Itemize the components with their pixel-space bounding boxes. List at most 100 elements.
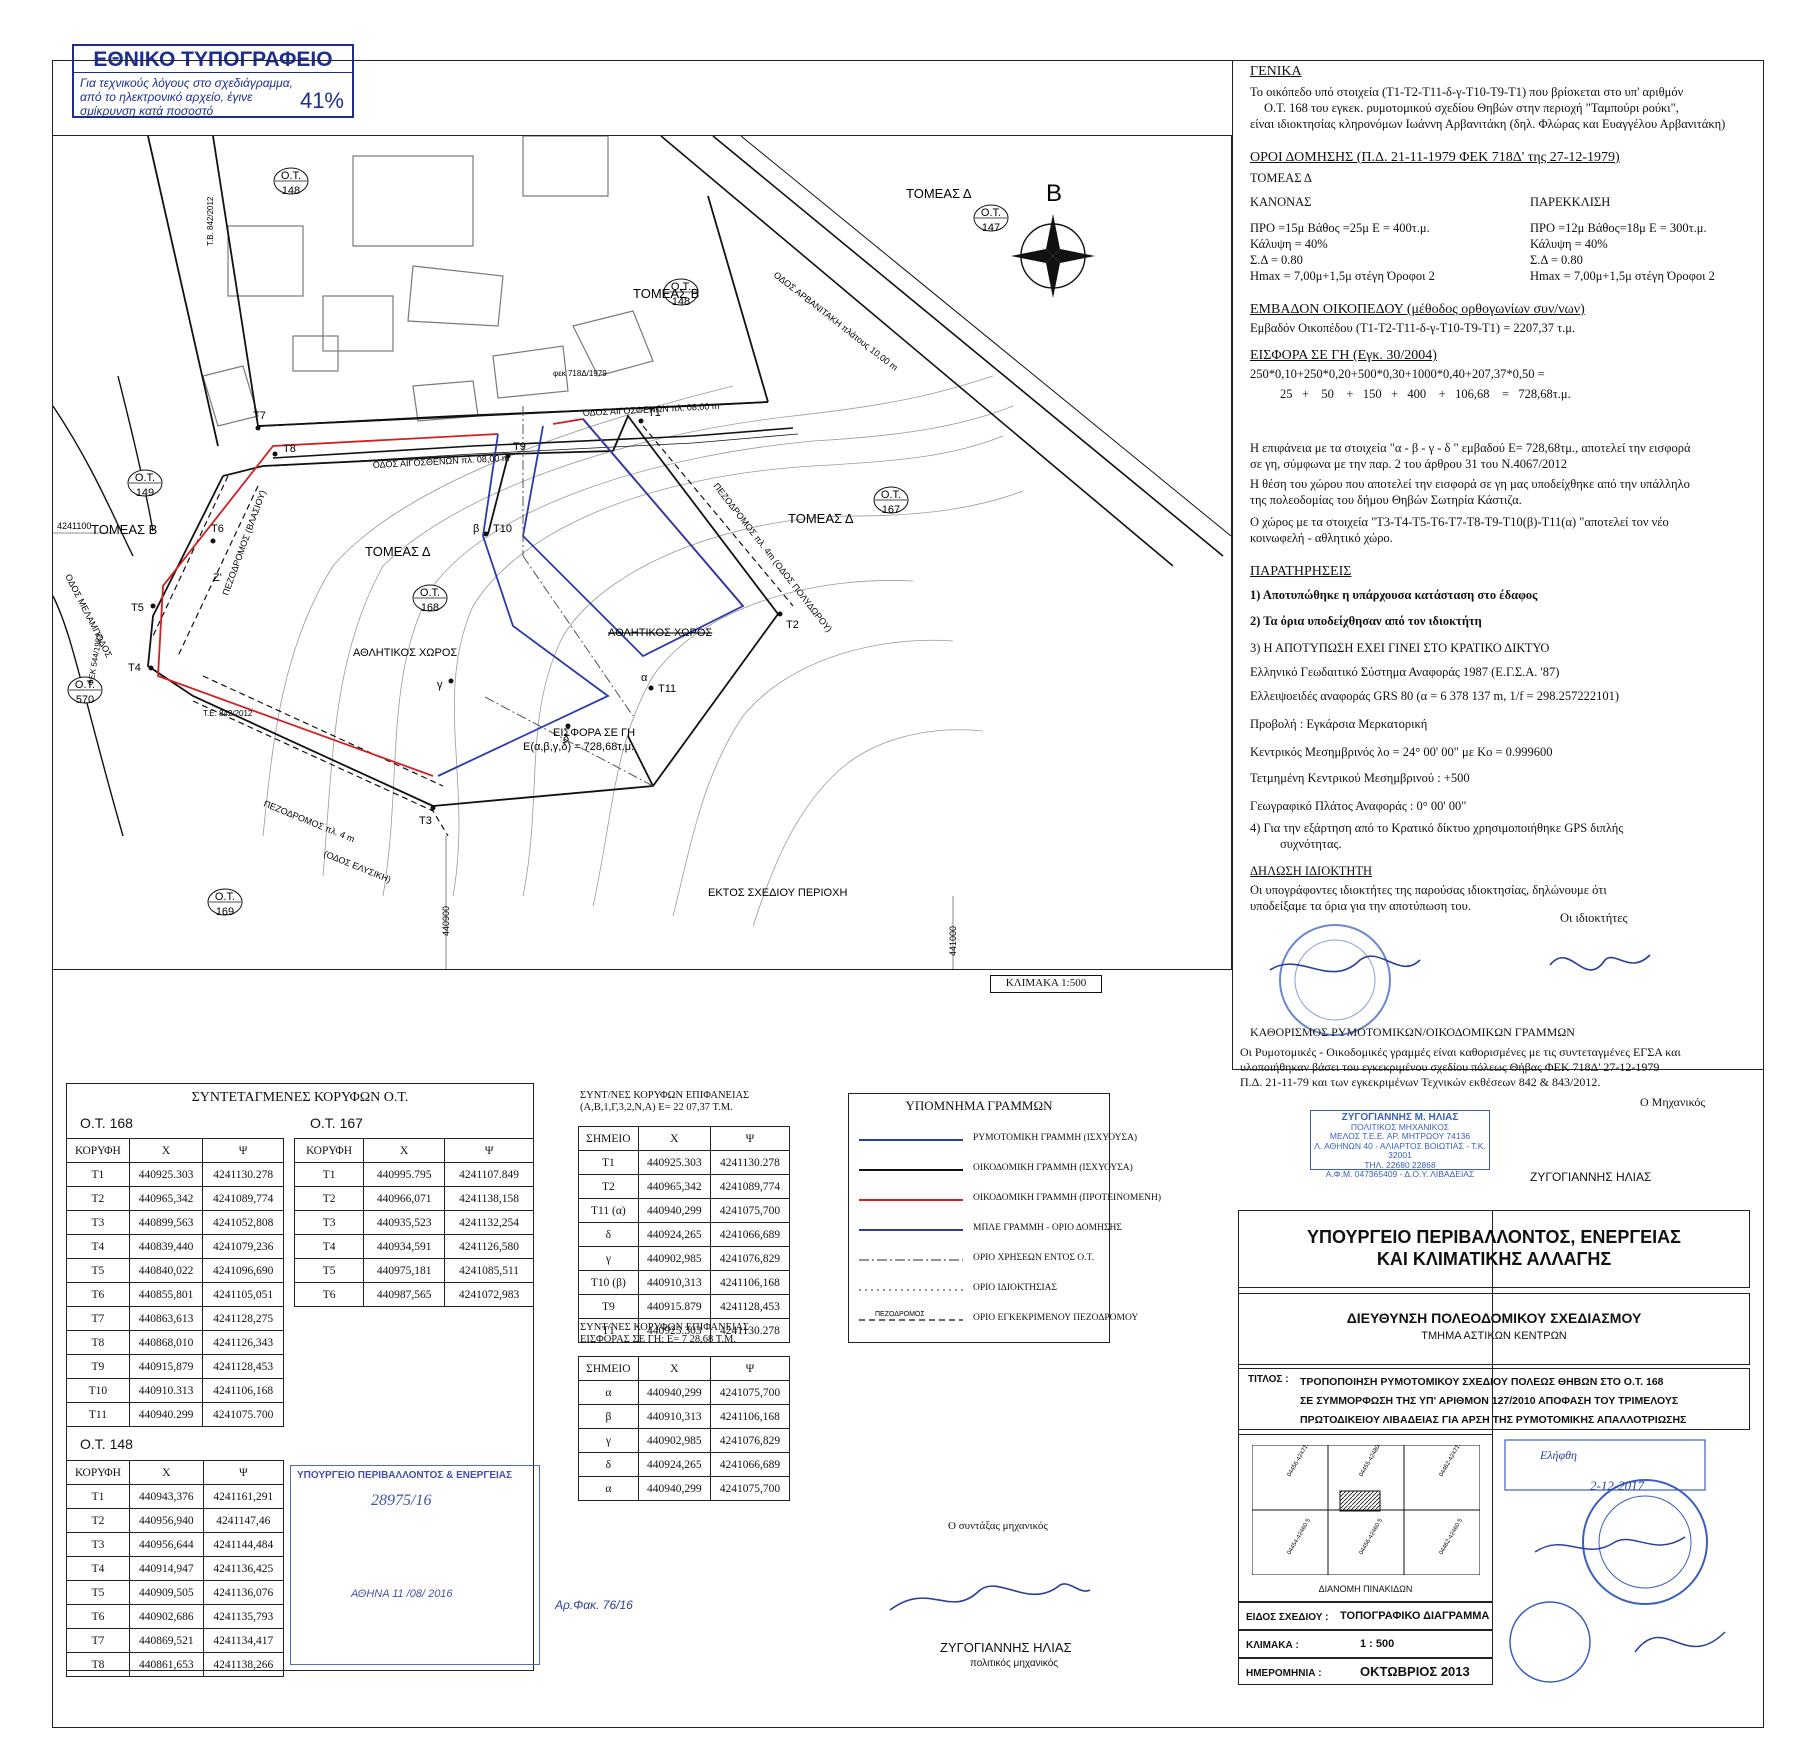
area-label: ΕΙΣΦΟΡΑ ΣΕ ΓΗ bbox=[553, 727, 635, 739]
remark-line: Γεωγραφικό Πλάτος Αναφοράς : 0° 00' 00" bbox=[1250, 799, 1467, 813]
column-header: Χ bbox=[363, 1138, 446, 1163]
block-line bbox=[147, 475, 434, 807]
table-cell: 4241132,254 bbox=[444, 1210, 534, 1235]
table-cell: 440925.303 bbox=[128, 1162, 204, 1187]
svg-text:Τ3: Τ3 bbox=[419, 815, 432, 827]
block-line bbox=[212, 136, 263, 427]
legend-label: ΡΥΜΟΤΟΜΙΚΗ ΓΡΑΜΜΗ (ΙΣΧΥΟΥΣΑ) bbox=[973, 1133, 1138, 1143]
scale-label: ΚΛΙΜΑΚΑ : bbox=[1246, 1640, 1299, 1651]
table-cell: 440925.303 bbox=[637, 1318, 711, 1343]
vertex-point: Z' bbox=[213, 572, 222, 584]
sheet-id: 04454-42460.5 bbox=[1287, 1517, 1313, 1556]
municipal-stamps bbox=[1504, 1439, 1726, 1683]
block-line bbox=[147, 136, 219, 447]
column-header: Χ bbox=[637, 1126, 711, 1151]
remark-line: Κεντρικός Μεσημβρινός λο = 24° 00' 00" μ… bbox=[1250, 745, 1553, 759]
block-number-text: 169 bbox=[216, 906, 234, 918]
table-cell: 440899,563 bbox=[128, 1210, 204, 1235]
block-number: Ο.Τ. 148 bbox=[663, 278, 699, 308]
block-line bbox=[432, 435, 780, 807]
contour-lines bbox=[262, 375, 1024, 927]
block-number-text: 148 bbox=[672, 296, 690, 308]
road-edge bbox=[117, 375, 154, 532]
rule-line: Σ.Δ = 0.80 bbox=[1250, 253, 1303, 267]
legend-label: ΟΙΚΟΔΟΜΙΚΗ ΓΡΑΜΜΗ (ΠΡΟΤΕΙΝΟΜΕΝΗ) bbox=[973, 1193, 1162, 1203]
type-row bbox=[1238, 1602, 1493, 1630]
remark-line: συχνότητας. bbox=[1280, 837, 1342, 851]
svg-text:Ο.Τ.: Ο.Τ. bbox=[671, 281, 691, 293]
lines-title: ΚΑΘΟΡΙΣΜΟΣ ΡΥΜΟΤΟΜΙΚΩΝ/ΟΙΚΟΔΟΜΙΚΩΝ ΓΡΑΜΜ… bbox=[1250, 1025, 1575, 1039]
table-cell: Τ8 bbox=[66, 1330, 130, 1355]
vertex-point: δ bbox=[563, 723, 571, 745]
building bbox=[572, 310, 654, 377]
table-cell: Τ2 bbox=[578, 1174, 639, 1199]
table-cell: Τ5 bbox=[293, 1258, 365, 1283]
svg-text:Ο.Τ.: Ο.Τ. bbox=[881, 489, 901, 501]
engineer-name-notes: ΖΥΓΟΓΙΑΝΝΗΣ ΗΛΙΑΣ bbox=[1530, 1170, 1652, 1184]
table-cell: 440956,940 bbox=[128, 1508, 204, 1533]
column-header: Ψ bbox=[709, 1126, 791, 1151]
building-terms-title: ΟΡΟΙ ΔΟΜΗΣΗΣ (Π.Δ. 21-11-1979 ΦΕΚ 718Δ' … bbox=[1250, 150, 1620, 165]
table-cell: Τ1 bbox=[578, 1150, 639, 1175]
table-cell: 4241106,168 bbox=[202, 1378, 284, 1403]
vertex-point: Τ3 bbox=[419, 805, 436, 827]
block-number: Ο.Τ.147 bbox=[973, 204, 1009, 234]
table-cell: 440965,342 bbox=[637, 1174, 711, 1199]
table-cell: 440987,565 bbox=[363, 1282, 446, 1307]
block-number-text: 168 bbox=[421, 602, 439, 614]
table-cell: Τ3 bbox=[66, 1210, 130, 1235]
column-header: Ψ bbox=[709, 1356, 791, 1381]
sheet-id: 04462-42460.5 bbox=[1439, 1517, 1465, 1556]
table-cell: 4241136,425 bbox=[202, 1556, 285, 1581]
vertex-point: Τ10 bbox=[483, 523, 512, 537]
contribution-title: ΕΙΣΦΟΡΑ ΣΕ ΓΗ (Εγκ. 30/2004) bbox=[1250, 348, 1437, 363]
remark-line: 3) Η ΑΠΟΤΥΠΩΣΗ ΕΧΕΙ ΓΙΝΕΙ ΣΤΟ ΚΡΑΤΙΚΟ ΔΙ… bbox=[1250, 641, 1550, 655]
use-limits bbox=[482, 406, 654, 787]
block-line bbox=[707, 195, 769, 403]
building bbox=[407, 265, 504, 327]
table-cell: 440902,686 bbox=[128, 1604, 204, 1629]
svg-text:Τ6: Τ6 bbox=[211, 523, 224, 535]
table-cell: Τ6 bbox=[66, 1282, 130, 1307]
table-cell: γ bbox=[578, 1428, 639, 1453]
exception-header: ΠΑΡΕΚΚΛΙΣΗ bbox=[1530, 195, 1611, 209]
general-line: είναι ιδιοκτησίας κληρονόμων Ιωάννη Αρβα… bbox=[1250, 117, 1726, 131]
engineer-title: Ο συντάξας μηχανικός bbox=[948, 1520, 1048, 1532]
sheet-id: 04455-42480.5 bbox=[1359, 1445, 1385, 1478]
table-cell: Τ1 bbox=[66, 1484, 130, 1509]
date-value: ΟΚΤΩΒΡΙΟΣ 2013 bbox=[1360, 1664, 1470, 1679]
use-limit-line bbox=[522, 555, 634, 717]
building bbox=[322, 295, 394, 352]
table-cell: α bbox=[578, 1380, 639, 1405]
table-cell: 440943,376 bbox=[128, 1484, 204, 1509]
table-cell: 440863,613 bbox=[128, 1306, 204, 1331]
table-cell: 440909,505 bbox=[128, 1580, 204, 1605]
general-title: ΓΕΝΙΚΑ bbox=[1250, 64, 1302, 79]
svg-text:Τ11: Τ11 bbox=[658, 683, 676, 695]
svg-text:Τ4: Τ4 bbox=[128, 662, 141, 674]
pedestrian-line bbox=[177, 485, 259, 657]
table-cell: 440924,265 bbox=[637, 1222, 711, 1247]
column-header: Χ bbox=[128, 1460, 204, 1485]
fek-label: φεκ 718Δ/1979 bbox=[553, 369, 607, 378]
table-cell: Τ4 bbox=[293, 1234, 365, 1259]
table-cell: Τ2 bbox=[66, 1186, 130, 1211]
table-cell: 4241066,689 bbox=[709, 1222, 791, 1247]
table-cell: Τ2 bbox=[293, 1186, 365, 1211]
table-cell: 4241075,700 bbox=[709, 1476, 791, 1501]
area-labels: ΑΘΛΗΤΙΚΟΣ ΧΩΡΟΣ ΑΘΛΗΤΙΚΟΣ ΧΩΡΟΣ ΕΙΣΦΟΡΑ … bbox=[353, 627, 847, 899]
table-cell: 440868,010 bbox=[128, 1330, 204, 1355]
